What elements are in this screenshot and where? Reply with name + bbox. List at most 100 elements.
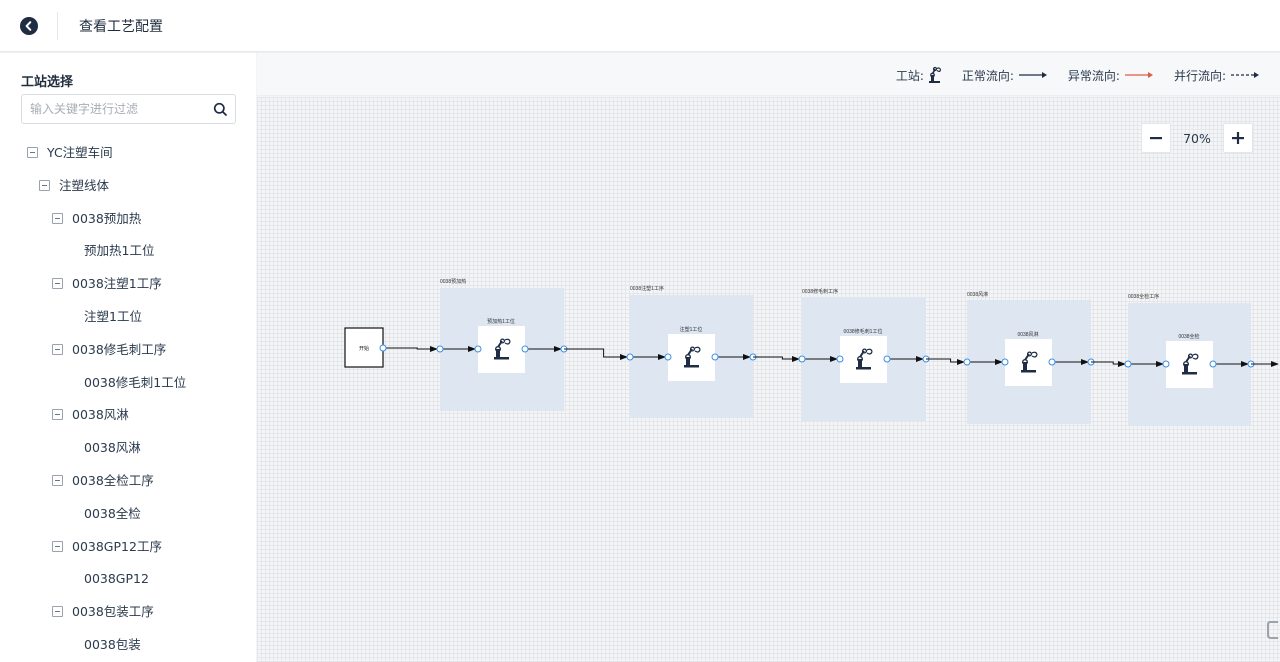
tree-node[interactable]: 注塑线体 — [39, 175, 109, 197]
tree-node[interactable]: 0038风淋 — [52, 404, 129, 426]
robot-arm-icon — [694, 346, 701, 353]
process-flow-diagram: 开始0038预加热预加热1工位0038注塑1工序注塑1工位0038修毛刺工序00… — [344, 278, 1279, 426]
tree-node[interactable]: 0038包装 — [84, 634, 141, 656]
robot-arm-icon — [494, 357, 509, 360]
zoom-out-button[interactable] — [1141, 123, 1171, 153]
station-search-input[interactable] — [30, 100, 210, 118]
robot-arm-icon — [1021, 370, 1036, 373]
search-icon[interactable] — [213, 102, 228, 117]
tree-node-label: 0038预加热 — [72, 210, 142, 226]
collapse-toggle-icon[interactable] — [52, 212, 63, 224]
tree-node[interactable]: 0038修毛刺1工位 — [84, 372, 186, 394]
legend-abnormal-label: 异常流向: — [1067, 68, 1120, 83]
tree-node[interactable]: 0038GP12工序 — [52, 536, 162, 558]
tree-node[interactable]: 0038注塑1工序 — [52, 273, 162, 295]
header-divider — [57, 12, 58, 40]
tree-node-label: 注塑线体 — [59, 177, 110, 193]
robot-arm-icon — [1023, 362, 1027, 370]
expand-icon[interactable] — [1266, 620, 1280, 640]
process-group-label: 0038全检工序 — [1128, 293, 1159, 300]
robot-arm-icon — [1184, 364, 1188, 372]
zoom-controls: 70% — [1141, 122, 1253, 154]
tree-node-label: 0038全检 — [84, 505, 141, 521]
port-point — [1209, 360, 1217, 368]
tree-node-label: 0038包装工序 — [72, 604, 154, 620]
port-point — [1048, 358, 1056, 366]
robot-arm-icon — [928, 66, 941, 83]
port-point — [1124, 360, 1132, 368]
zoom-in-button[interactable] — [1222, 123, 1253, 153]
abnormal-flow-arrow-icon — [1124, 72, 1153, 78]
collapse-toggle-icon[interactable] — [52, 409, 63, 421]
port-point — [436, 345, 444, 353]
process-group-label: 0038注塑1工序 — [630, 285, 664, 292]
tree-node[interactable]: 0038GP12 — [84, 568, 149, 590]
tree-node[interactable]: 预加热1工位 — [84, 240, 154, 262]
robot-arm-icon — [858, 359, 862, 367]
robot-arm-icon — [504, 338, 511, 345]
flow-edge — [753, 356, 800, 362]
collapse-toggle-icon[interactable] — [52, 343, 63, 355]
port-point — [521, 345, 529, 353]
port-point — [474, 345, 482, 353]
robot-arm-icon — [1192, 353, 1199, 360]
legend-parallel-label: 并行流向: — [1173, 68, 1226, 83]
process-group-label: 0038风淋 — [967, 291, 988, 298]
port-point — [379, 344, 387, 352]
robot-arm-icon — [684, 365, 699, 368]
page-header: 查看工艺配置 — [0, 0, 1280, 52]
tree-node[interactable]: 0038预加热 — [52, 208, 141, 230]
back-button[interactable] — [20, 17, 38, 35]
tree-node-label: 0038风淋 — [72, 407, 129, 423]
flow-legend: 工站: 正常流向: 异常流向: 并行流向 — [876, 66, 1260, 84]
port-point — [883, 355, 891, 363]
port-point — [1001, 358, 1009, 366]
robot-arm-icon — [856, 367, 871, 370]
station-node — [1166, 341, 1213, 388]
station-node-label: 0038全检 — [1178, 333, 1199, 340]
station-search-box — [21, 94, 236, 124]
collapse-toggle-icon[interactable] — [27, 147, 38, 158]
legend-abnormal: 异常流向: — [1068, 67, 1154, 84]
normal-flow-arrow-icon — [1018, 72, 1047, 78]
flow-edge — [926, 358, 965, 365]
tree-node-label: 0038修毛刺1工位 — [84, 374, 187, 390]
robot-arm-icon — [689, 346, 696, 352]
collapse-toggle-icon[interactable] — [52, 475, 63, 486]
start-node — [344, 327, 384, 368]
collapse-toggle-icon[interactable] — [39, 179, 50, 191]
legend-normal-label: 正常流向: — [961, 68, 1014, 83]
station-node — [478, 326, 525, 373]
flow-edge — [564, 348, 628, 360]
tree-node[interactable]: 0038包装工序 — [52, 601, 154, 623]
process-group-label: 0038预加热 — [440, 278, 466, 285]
tree-node[interactable]: 0038修毛刺工序 — [52, 339, 166, 361]
tree-node-label: 0038全检工序 — [72, 473, 154, 488]
legend-station-label: 工站: — [895, 68, 924, 83]
port-point — [626, 353, 634, 361]
collapse-toggle-icon[interactable] — [52, 540, 63, 552]
station-node-label: 预加热1工位 — [487, 318, 515, 325]
collapse-toggle-icon[interactable] — [52, 606, 63, 618]
robot-arm-icon — [1182, 372, 1197, 375]
collapse-toggle-icon[interactable] — [52, 278, 63, 290]
legend-bar: 工站: 正常流向: 异常流向: 并行流向 — [257, 53, 1280, 96]
tree-node[interactable]: YC注塑车间 — [27, 142, 113, 164]
station-sidebar: 工站选择 YC注塑车间注塑线体0038预加热预加热1工位0038注塑1工序注塑1… — [0, 53, 256, 662]
port-point — [798, 355, 806, 363]
legend-normal: 正常流向: — [962, 67, 1048, 84]
tree-node-label: YC注塑车间 — [47, 145, 113, 160]
tree-node[interactable]: 0038全检 — [84, 503, 141, 525]
tree-node[interactable]: 0038全检工序 — [52, 470, 154, 492]
minus-icon — [1150, 137, 1162, 140]
tree-node[interactable]: 注塑1工位 — [84, 306, 142, 328]
tree-node-label: 预加热1工位 — [84, 243, 155, 259]
tree-node-label: 0038风淋 — [84, 440, 141, 456]
robot-arm-icon — [1031, 351, 1038, 358]
tree-node-label: 0038修毛刺工序 — [72, 341, 167, 357]
tree-node[interactable]: 0038风淋 — [84, 437, 141, 459]
tree-node-label: 0038注塑1工序 — [72, 276, 162, 292]
back-arrow-icon — [25, 21, 32, 31]
station-node-label: 0038修毛刺1工位 — [844, 328, 883, 335]
